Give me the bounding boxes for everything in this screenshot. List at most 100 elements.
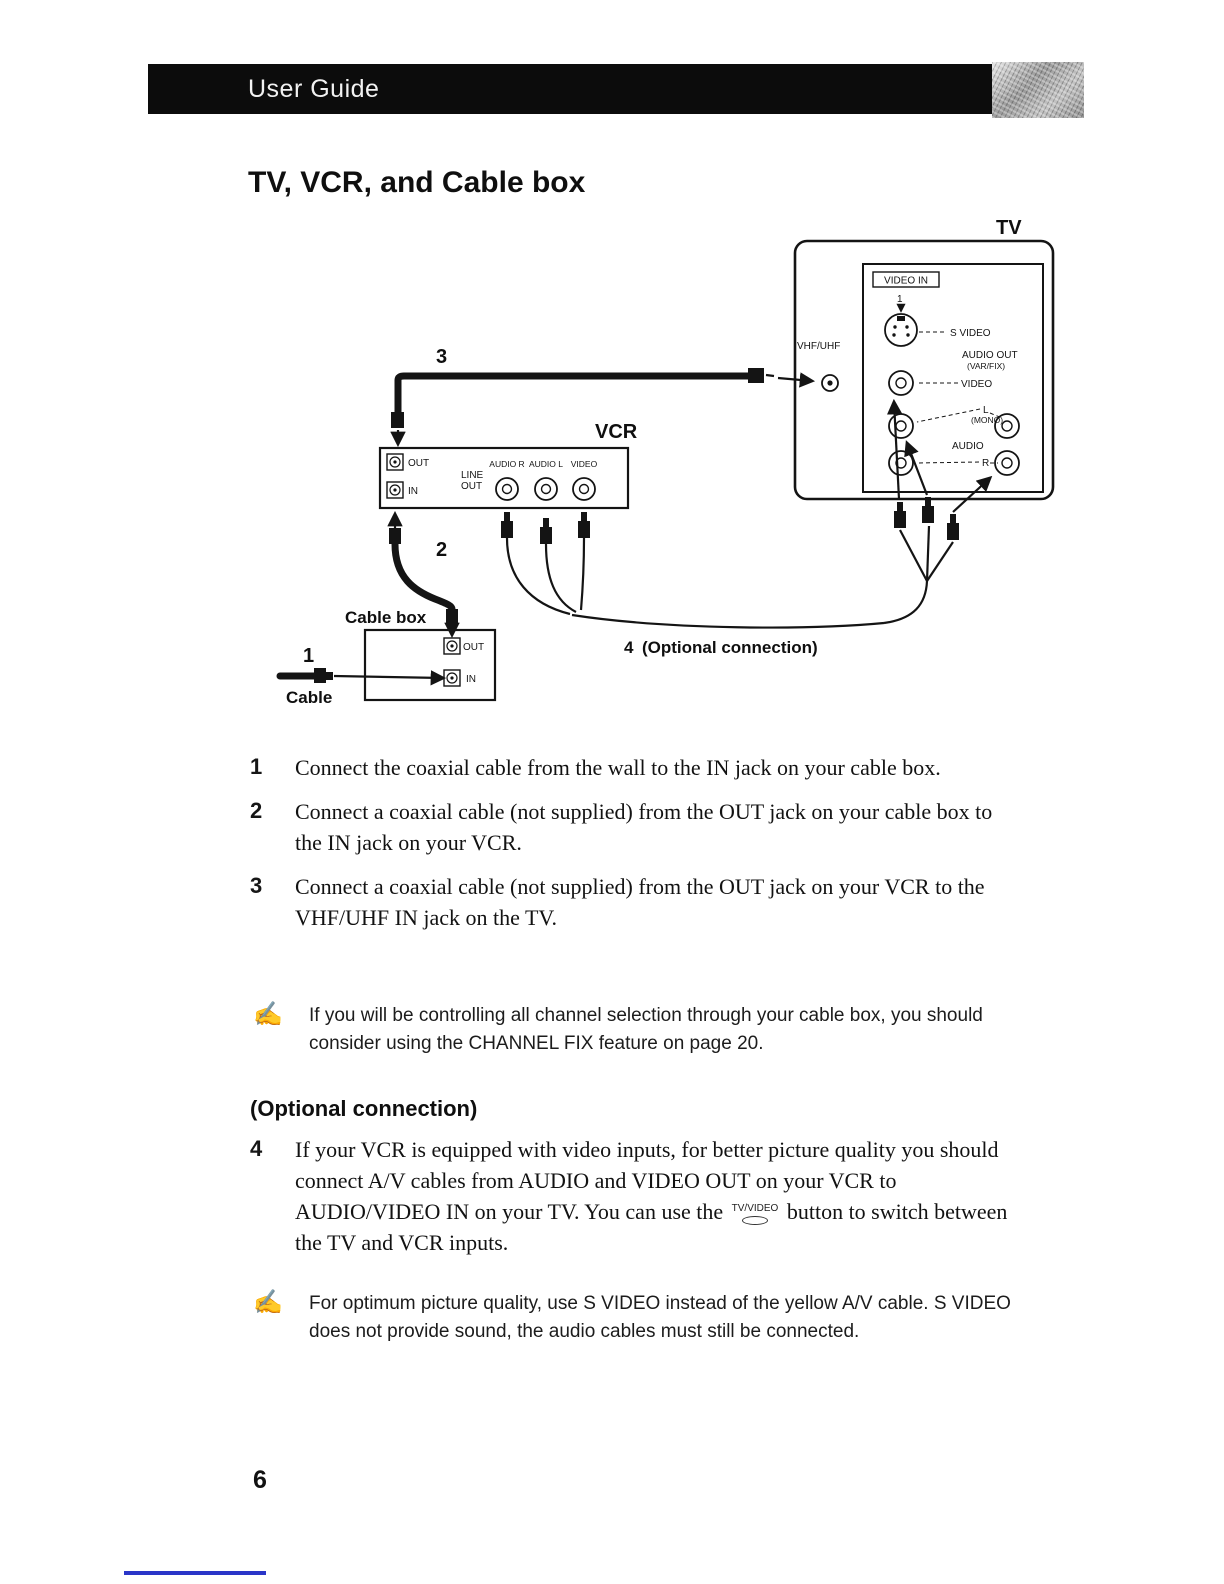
step-number: 2 <box>250 798 263 823</box>
cable-box-outline <box>363 628 497 702</box>
callout-4: 4 <box>624 638 634 657</box>
av-cable-run-2 <box>544 543 577 613</box>
vcr-video-label: VIDEO <box>571 459 598 469</box>
vcr-audio-l-jack <box>534 477 558 501</box>
optional-connection-heading: (Optional connection) <box>250 1096 478 1121</box>
note-s-video: ✍ For optimum picture quality, use S VID… <box>253 1290 1023 1346</box>
tv-audio-out-r-jack <box>994 450 1020 476</box>
line-out-label: OUT <box>461 481 482 492</box>
step-item-3: 3 Connect a coaxial cable (not supplied)… <box>250 871 1060 933</box>
step-number: 4 <box>250 1136 263 1161</box>
header-bar: User Guide <box>148 62 1084 118</box>
cable-2-coax: 2 <box>387 510 460 639</box>
tv-video-button-label: TV/VIDEO <box>731 1203 779 1214</box>
vcr-audio-r-jack <box>495 477 519 501</box>
step-4-text-after: button to switch between the TV and VCR … <box>295 1199 1008 1255</box>
steps-list: 1 Connect the coaxial cable from the wal… <box>250 752 1060 946</box>
step-text: Connect the coaxial cable from the wall … <box>295 755 941 780</box>
tv-audio-out-l-jack <box>994 413 1020 439</box>
mono-label: (MONO) <box>971 415 1003 425</box>
av-arrow-video <box>886 398 903 500</box>
audio-out-label: AUDIO OUT <box>962 350 1018 361</box>
footer-blue-line <box>124 1571 266 1575</box>
l-leader-right <box>989 412 1003 419</box>
av-cable-split-3 <box>926 541 954 582</box>
cable-2-connector-box <box>446 609 458 623</box>
cable-box-in-jack <box>443 669 461 687</box>
connection-diagram-svg: TV VIDEO IN 1 S VIDEO VHF/UHF <box>276 217 1055 707</box>
vcr-label: VCR <box>595 421 638 443</box>
var-fix-label: (VAR/FIX) <box>967 361 1005 371</box>
vcr-in-jack <box>386 481 404 499</box>
step-4-text-before: If your VCR is equipped with video input… <box>295 1137 999 1224</box>
note-channel-fix: ✍ If you will be controlling all channel… <box>253 1002 1023 1058</box>
cable-box-in-label: IN <box>466 674 476 685</box>
step-number: 1 <box>250 754 263 779</box>
vcr-out-jack <box>386 453 404 471</box>
page-number: 6 <box>253 1466 267 1494</box>
cable-1-arrow <box>333 670 447 686</box>
note-text: If you will be controlling all channel s… <box>309 1005 983 1054</box>
step-number: 3 <box>250 873 263 898</box>
cable-3-pin <box>765 373 775 378</box>
cable-box-out-jack <box>443 637 461 655</box>
connection-diagram: TV VIDEO IN 1 S VIDEO VHF/UHF <box>250 206 1090 746</box>
note-text: For optimum picture quality, use S VIDEO… <box>309 1293 1011 1342</box>
l-label: L <box>983 405 989 416</box>
step-item-1: 1 Connect the coaxial cable from the wal… <box>250 752 1060 783</box>
tv-label: TV <box>996 217 1022 239</box>
vhf-uhf-label: VHF/UHF <box>797 341 840 352</box>
cable-3-arrow-tv <box>777 372 816 388</box>
pencil-note-icon: ✍ <box>253 1001 283 1028</box>
step-item-4: 4 If your VCR is equipped with video inp… <box>250 1134 1035 1258</box>
av-plug-tv-2 <box>922 497 934 523</box>
cable-label: Cable <box>286 688 332 707</box>
callout-2: 2 <box>436 539 447 561</box>
tv-video-button-oval <box>742 1216 768 1225</box>
r-label: R <box>982 458 989 469</box>
tv-audio-l-jack <box>888 413 914 439</box>
tv-rear-panel: TV VIDEO IN 1 S VIDEO VHF/UHF <box>793 217 1055 501</box>
step-text: Connect a coaxial cable (not supplied) f… <box>295 799 993 855</box>
header-title: User Guide <box>248 75 380 103</box>
tv-video-button-icon: TV/VIDEO <box>731 1203 779 1225</box>
av-plug-vcr-audio-r <box>501 512 513 538</box>
av-cable-split-1 <box>899 529 928 582</box>
vcr-audio-r-label: AUDIO R <box>489 459 524 469</box>
callout-3: 3 <box>436 346 447 368</box>
av-plug-vcr-audio-l <box>540 518 552 544</box>
cable-3-connector-tv <box>748 368 764 383</box>
step-text: Connect a coaxial cable (not supplied) f… <box>295 874 985 930</box>
vcr-out-label: OUT <box>408 458 429 469</box>
cable-1-connector-tip <box>326 672 333 680</box>
pencil-note-icon: ✍ <box>253 1289 283 1316</box>
s-video-connector <box>884 313 918 347</box>
av-plug-vcr-video <box>578 512 590 538</box>
av-arrow-audio-l <box>904 440 929 496</box>
video-in-number: 1 <box>897 294 903 305</box>
cable-box-label: Cable box <box>345 608 427 627</box>
audio-label: AUDIO <box>952 441 984 452</box>
av-cable-riser <box>883 580 929 625</box>
video-in-label: VIDEO IN <box>884 276 928 287</box>
cable-box-out-label: OUT <box>463 642 484 653</box>
cable-1-coax: 1 Cable <box>276 645 447 707</box>
av-plug-tv-3 <box>947 514 959 540</box>
r-leader-left <box>916 461 980 464</box>
l-leader-left <box>916 408 981 423</box>
av-plug-tv-1 <box>894 502 906 528</box>
cable-1-connector <box>314 668 326 683</box>
callout-1: 1 <box>303 645 314 667</box>
vcr-audio-l-label: AUDIO L <box>529 459 563 469</box>
cable-box-panel: Cable box OUT IN <box>345 608 497 702</box>
step-item-2: 2 Connect a coaxial cable (not supplied)… <box>250 796 1060 858</box>
av-cable-run-3 <box>579 537 586 611</box>
vhf-uhf-jack <box>821 374 839 392</box>
tv-video-jack <box>888 370 914 396</box>
av-cable-run-1 <box>505 537 571 616</box>
page-title: TV, VCR, and Cable box <box>248 166 586 199</box>
header-corner-texture <box>992 62 1084 118</box>
vcr-in-label: IN <box>408 486 418 497</box>
cable-3-coax: 3 <box>390 346 816 448</box>
cable-3-line <box>394 372 752 416</box>
